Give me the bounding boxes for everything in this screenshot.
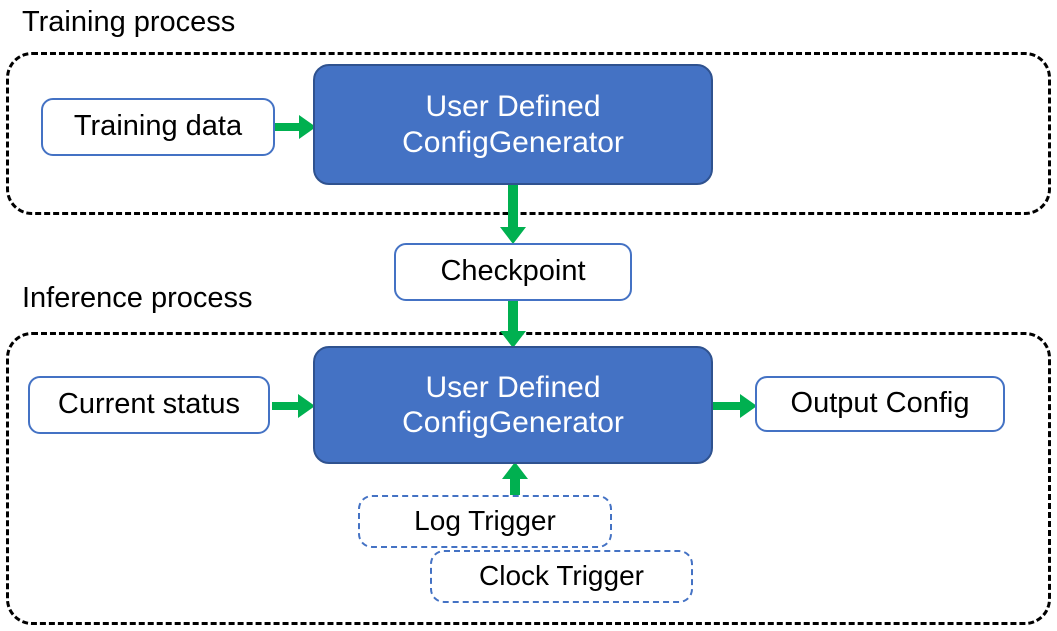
checkpoint-label: Checkpoint — [440, 255, 586, 288]
log-trigger-label: Log Trigger — [414, 505, 556, 537]
arrow-process-to-output-config — [712, 391, 758, 421]
output-config-node[interactable]: Output Config — [755, 376, 1005, 432]
training-process-container — [6, 52, 1051, 215]
training-process-line2: ConfigGenerator — [402, 125, 624, 159]
arrow-current-status-to-process — [272, 391, 316, 421]
training-data-node[interactable]: Training data — [41, 98, 275, 156]
checkpoint-node[interactable]: Checkpoint — [394, 243, 632, 301]
inference-process-line2: ConfigGenerator — [402, 406, 624, 439]
training-data-label: Training data — [73, 110, 243, 143]
arrow-checkpoint-to-inference-process — [498, 299, 528, 349]
inference-process-caption: Inference process — [16, 284, 259, 313]
log-trigger-node[interactable]: Log Trigger — [358, 495, 612, 548]
arrow-training-data-to-process — [275, 112, 317, 142]
training-process-caption: Training process — [16, 8, 242, 37]
arrow-triggers-to-process — [500, 462, 530, 502]
inference-config-generator-node[interactable]: User Defined ConfigGenerator — [313, 346, 713, 464]
arrow-process-to-checkpoint — [498, 183, 528, 245]
clock-trigger-node[interactable]: Clock Trigger — [430, 550, 693, 603]
training-config-generator-node[interactable]: User Defined ConfigGenerator — [313, 64, 713, 185]
output-config-label: Output Config — [790, 387, 970, 420]
current-status-label: Current status — [57, 388, 241, 421]
clock-trigger-label: Clock Trigger — [479, 560, 644, 592]
current-status-node[interactable]: Current status — [28, 376, 270, 434]
inference-process-line1: User Defined — [425, 370, 601, 404]
inference-process-container — [6, 332, 1051, 625]
training-process-line1: User Defined — [425, 90, 601, 124]
